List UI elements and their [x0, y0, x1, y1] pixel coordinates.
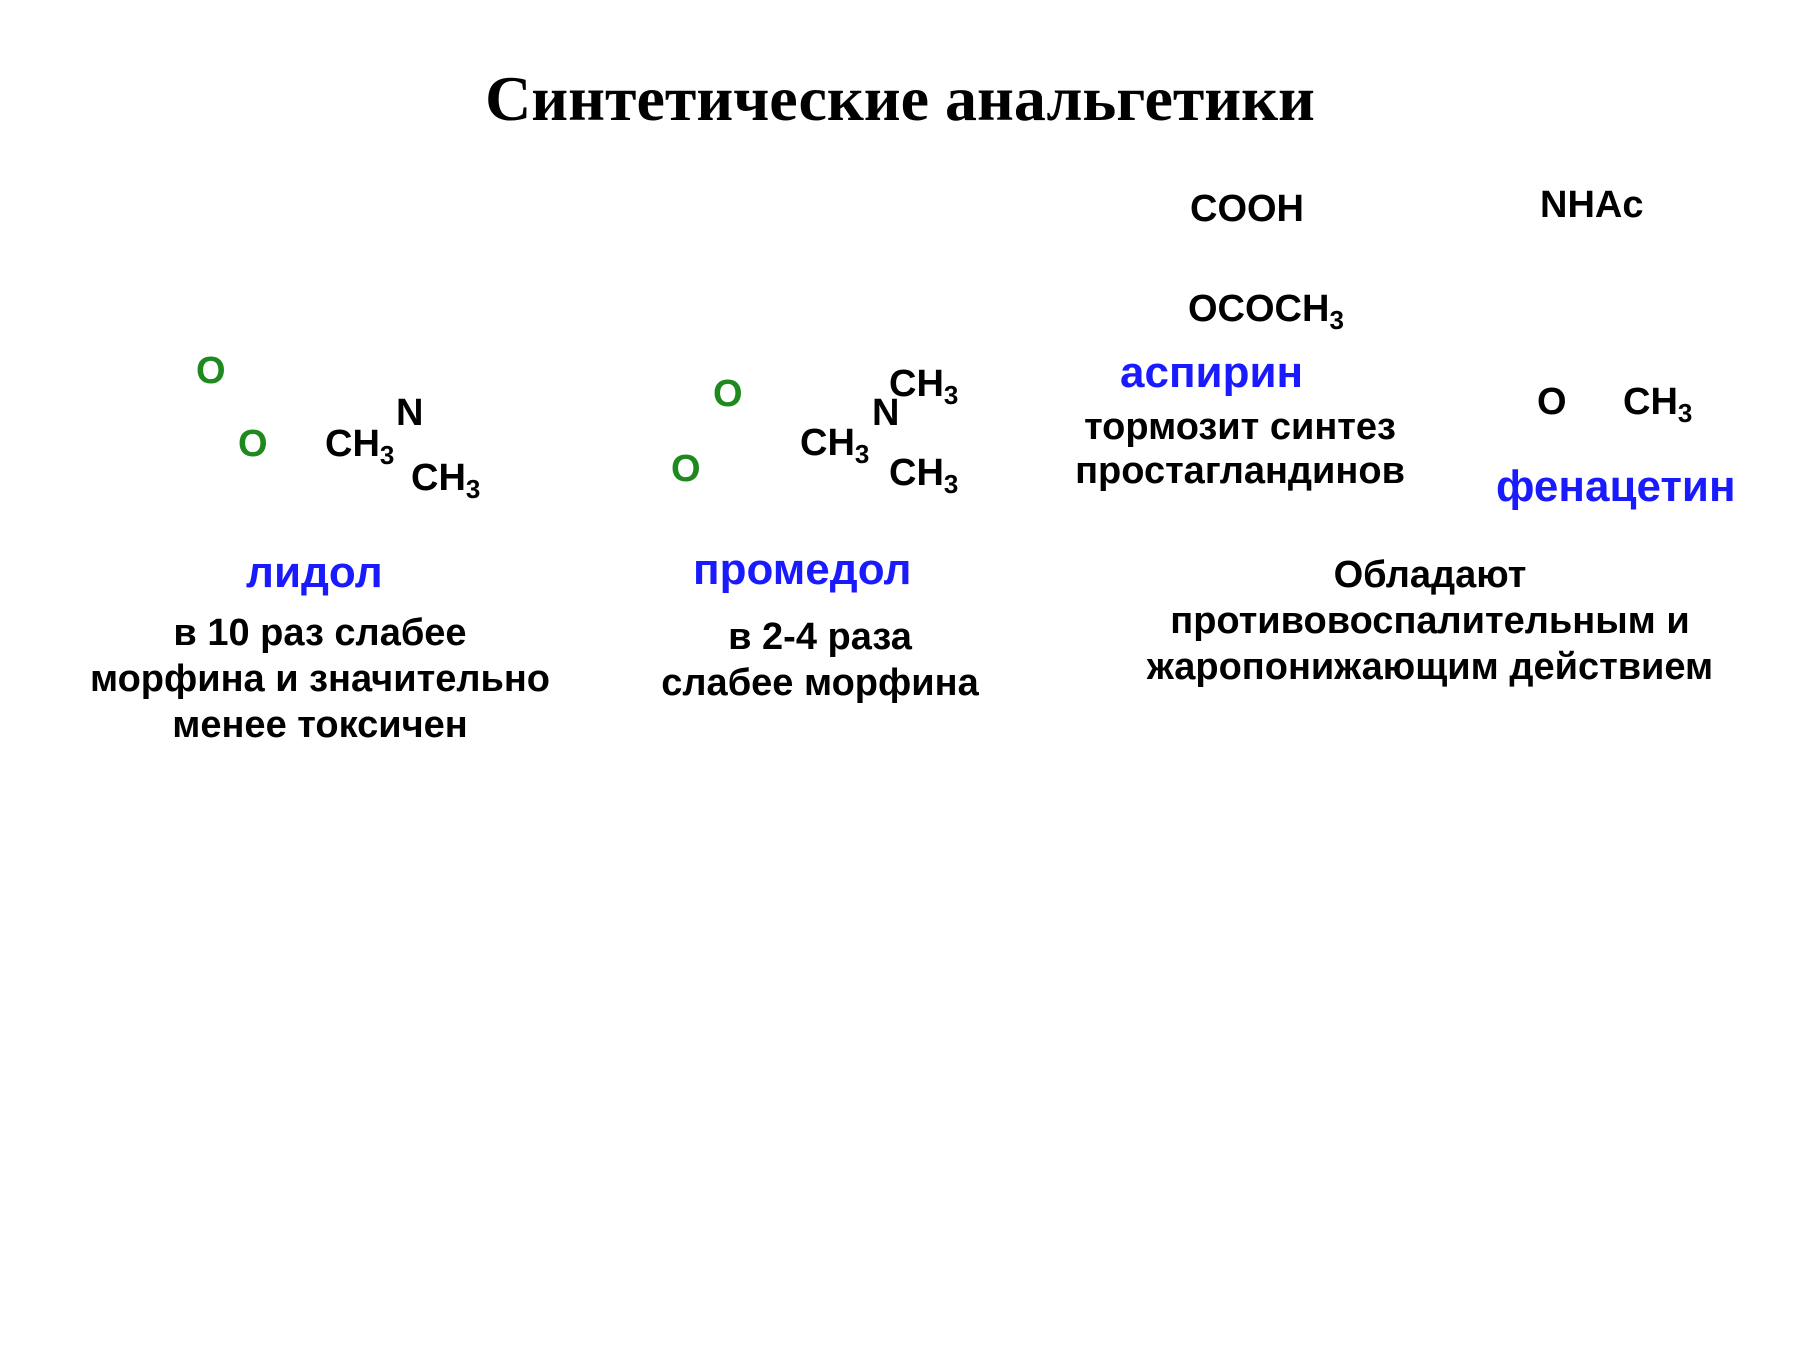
- promedol-name: промедол: [693, 545, 912, 594]
- phenacetin-ether-oxygen: O: [1537, 381, 1567, 423]
- aspirin-description: тормозит синтез простагландинов: [1075, 406, 1405, 492]
- aspirin-name: аспирин: [1120, 348, 1304, 397]
- lidol-name: лидол: [246, 548, 383, 597]
- nsaid-description: Обладают противовоспалительным и жаропон…: [1146, 554, 1714, 688]
- page-title: Синтетические анальгетики: [485, 63, 1315, 134]
- lidol-methyl-b: CH3: [411, 457, 481, 504]
- lidol-oxygen-1: O: [196, 350, 226, 392]
- aspirin-carboxyl-group: COOH: [1190, 188, 1304, 230]
- lidol-methyl-a: CH3: [325, 423, 395, 470]
- promedol-methyl-bottom: CH3: [889, 452, 959, 499]
- promedol-methyl-left: CH3: [800, 422, 870, 469]
- aspirin-acetoxy-group: OCOCH3: [1188, 288, 1344, 335]
- promedol-methyl-top: CH3: [889, 363, 959, 410]
- lidol-oxygen-2: O: [238, 423, 268, 465]
- lidol-description: в 10 раз слабее морфина и значительно ме…: [89, 612, 551, 746]
- promedol-oxygen-2: O: [671, 448, 701, 490]
- promedol-oxygen-1: O: [713, 373, 743, 415]
- promedol-nitrogen: N: [872, 392, 900, 434]
- promedol-description: в 2-4 раза слабее морфина: [661, 616, 979, 704]
- phenacetin-methyl: CH3: [1623, 381, 1693, 428]
- phenacetin-acetamido-group: NHAc: [1540, 184, 1644, 226]
- phenacetin-name: фенацетин: [1496, 462, 1736, 511]
- lidol-nitrogen: N: [396, 392, 424, 434]
